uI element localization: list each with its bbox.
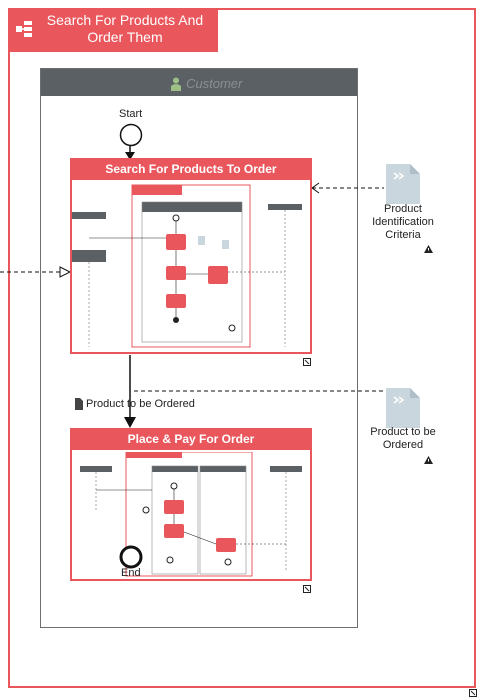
start-label: Start: [119, 108, 143, 120]
document-icon[interactable]: [386, 164, 420, 204]
subprocess-search-preview: [72, 184, 302, 348]
diagram-frame: [8, 8, 476, 688]
document-icon[interactable]: [386, 388, 420, 428]
warning-icon: [424, 245, 433, 253]
resize-icon[interactable]: [469, 689, 477, 697]
subprocess-place-pay[interactable]: [70, 428, 312, 581]
process-icon: [16, 21, 32, 37]
start-event-icon[interactable]: [119, 123, 143, 147]
arrowhead-open: [59, 266, 72, 278]
subprocess-place-pay-title: Place & Pay For Order: [70, 428, 312, 450]
subprocess-place-pay-preview: [80, 452, 302, 577]
data-object-icon: [75, 398, 83, 410]
lane-header: [41, 69, 357, 96]
arrowhead: [311, 182, 320, 194]
doc-2-label: Product to be Ordered: [370, 426, 436, 451]
customer-lane: [40, 68, 358, 628]
diagram-title-tab: [8, 8, 218, 52]
arrowhead: [124, 417, 136, 428]
diagram-title: Search For Products And Order Them: [46, 12, 204, 45]
subprocess-search[interactable]: [70, 158, 312, 354]
expand-icon[interactable]: [303, 585, 311, 593]
end-event-icon[interactable]: [119, 545, 143, 569]
expand-icon[interactable]: [303, 358, 311, 366]
end-label: End: [121, 567, 141, 579]
warning-icon: [424, 456, 433, 464]
person-icon: [171, 77, 181, 91]
subprocess-search-title: Search For Products To Order: [70, 158, 312, 180]
lane-label: Customer: [186, 76, 243, 91]
flow-label: Product to be Ordered: [86, 398, 195, 410]
doc-1-label: Product Identification Criteria: [372, 203, 434, 241]
arrowhead: [125, 152, 135, 160]
